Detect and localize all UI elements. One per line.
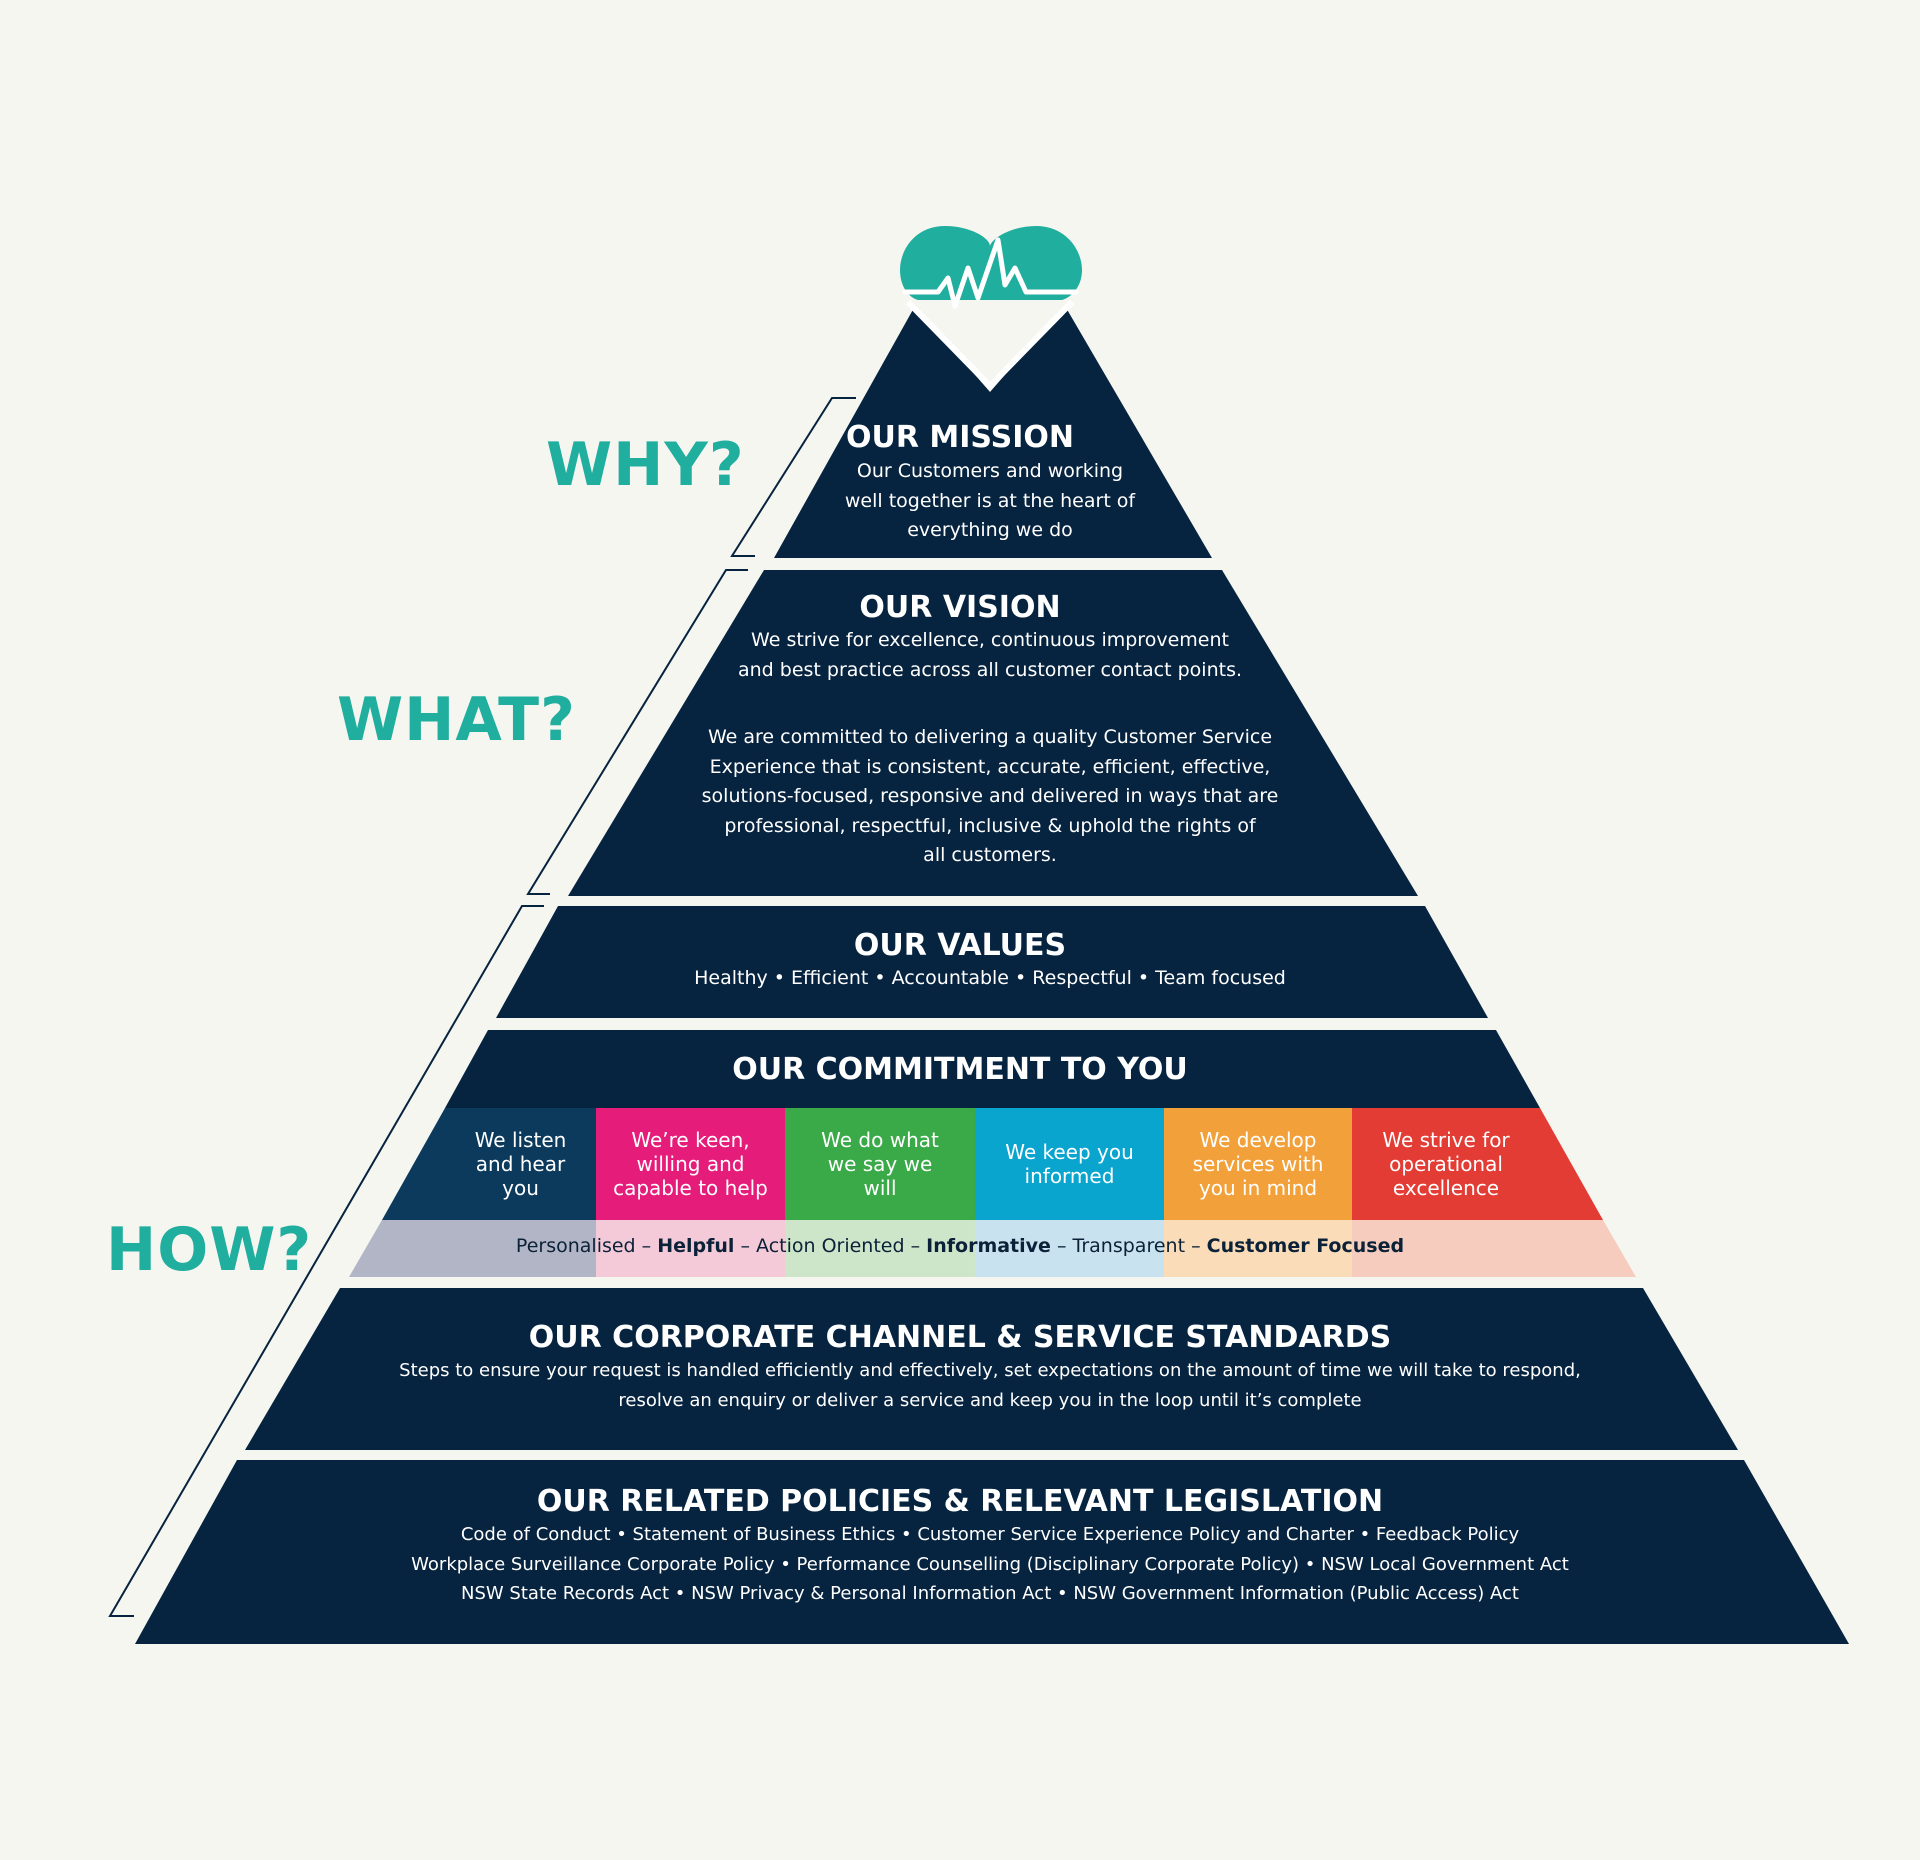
cell-line: informed	[1024, 1164, 1115, 1188]
what-label: WHAT?	[337, 685, 576, 755]
commitment-cell-bg-3	[785, 1108, 975, 1220]
policies-title: OUR RELATED POLICIES & RELEVANT LEGISLAT…	[536, 1484, 1384, 1519]
commitment-cell-bg-4	[975, 1108, 1164, 1220]
vision-line: We are committed to delivering a quality…	[707, 726, 1273, 748]
cell-line: willing and	[636, 1152, 745, 1176]
why-label: WHY?	[546, 430, 745, 500]
vision-line: all customers.	[923, 844, 1057, 866]
cell-line: We strive for	[1382, 1128, 1510, 1152]
commitment-cell-bg-5	[1164, 1108, 1352, 1220]
bracket-what	[526, 569, 748, 895]
cell-line: We keep you	[1005, 1140, 1134, 1164]
cell-line: and hear	[475, 1152, 566, 1176]
policies-line: Workplace Surveillance Corporate Policy …	[411, 1553, 1569, 1575]
keyword-informative: Informative	[926, 1235, 1051, 1257]
cell-line: services with	[1192, 1152, 1324, 1176]
vision-line: Experience that is consistent, accurate,…	[709, 755, 1271, 778]
cell-line: We’re keen,	[631, 1128, 750, 1152]
standards-line: resolve an enquiry or deliver a service …	[618, 1389, 1362, 1411]
standards-line: Steps to ensure your request is handled …	[399, 1360, 1581, 1381]
values-title: OUR VALUES	[853, 928, 1067, 963]
tier-policies-shape	[135, 1460, 1849, 1644]
vision-title: OUR VISION	[859, 590, 1061, 625]
commitment-title: OUR COMMITMENT TO YOU	[732, 1052, 1188, 1087]
keyword-separator: –	[1050, 1235, 1073, 1257]
standards-title: OUR CORPORATE CHANNEL & SERVICE STANDARD…	[528, 1320, 1392, 1355]
values-text: Healthy • Efficient • Accountable • Resp…	[694, 967, 1286, 989]
cell-line: We listen	[474, 1128, 567, 1152]
keyword-separator: –	[904, 1235, 927, 1257]
mission-text: Our Customers and working well together …	[810, 457, 1170, 546]
keyword-band-3	[785, 1220, 975, 1277]
policies-text: Code of Conduct • Statement of Business …	[300, 1520, 1680, 1609]
cell-line: we say we	[827, 1152, 933, 1176]
heart-heartbeat-icon	[900, 226, 1082, 391]
commitment-cell-bg-2	[596, 1108, 785, 1220]
keyword-band-4	[975, 1220, 1164, 1277]
keyword-transparent: Transparent	[1072, 1235, 1186, 1257]
cell-line: you in mind	[1198, 1176, 1318, 1200]
policies-line: NSW State Records Act • NSW Privacy & Pe…	[461, 1583, 1519, 1604]
tier-commitment-shape	[445, 1030, 1540, 1108]
keyword-separator: –	[635, 1235, 658, 1257]
mission-title: OUR MISSION	[845, 420, 1075, 455]
tier-values-shape	[496, 906, 1488, 1018]
mission-line: everything we do	[907, 519, 1073, 541]
commitment-cell-bg-1	[382, 1108, 596, 1220]
tier-mission-shape	[774, 306, 1212, 558]
vision-line: professional, respectful, inclusive & up…	[724, 814, 1256, 837]
keyword-band-2	[596, 1220, 785, 1277]
bracket-why	[730, 397, 856, 557]
keyword-helpful: Helpful	[657, 1235, 735, 1257]
mission-line: Our Customers and working	[856, 460, 1124, 482]
mission-line: well together is at the heart of	[844, 489, 1136, 512]
keyword-band-5	[1164, 1220, 1352, 1277]
cell-line: capable to help	[613, 1176, 768, 1200]
bracket-how	[108, 905, 544, 1617]
cell-line: We develop	[1199, 1128, 1317, 1152]
cell-line: you	[502, 1176, 539, 1200]
vision-text: We strive for excellence, continuous imp…	[640, 626, 1340, 871]
keyword-personalised: Personalised	[515, 1235, 636, 1257]
vision-line: solutions-focused, responsive and delive…	[701, 785, 1279, 807]
cell-line: We do what	[821, 1128, 939, 1152]
policies-line: Code of Conduct • Statement of Business …	[460, 1524, 1520, 1545]
keyword-action-oriented: Action Oriented	[756, 1235, 905, 1257]
standards-text: Steps to ensure your request is handled …	[340, 1356, 1640, 1415]
vision-line: and best practice across all customer co…	[737, 658, 1243, 681]
how-label: HOW?	[106, 1215, 313, 1285]
tier-vision-shape	[568, 570, 1418, 896]
cell-line: will	[863, 1176, 897, 1200]
tier-standards-shape	[245, 1288, 1738, 1450]
commitment-cell-bg-6	[1352, 1108, 1603, 1220]
keyword-separator: –	[1185, 1235, 1207, 1257]
cell-line: operational	[1389, 1152, 1503, 1176]
vision-line: We strive for excellence, continuous imp…	[751, 629, 1229, 651]
keyword-band-6	[1352, 1220, 1636, 1277]
keyword-band-1	[349, 1220, 596, 1277]
keyword-customer-focused: Customer Focused	[1206, 1235, 1405, 1257]
commitment-keywords: Personalised – Helpful – Action Oriented…	[0, 1235, 1920, 1257]
keyword-separator: –	[734, 1235, 757, 1257]
cell-line: excellence	[1392, 1176, 1500, 1200]
